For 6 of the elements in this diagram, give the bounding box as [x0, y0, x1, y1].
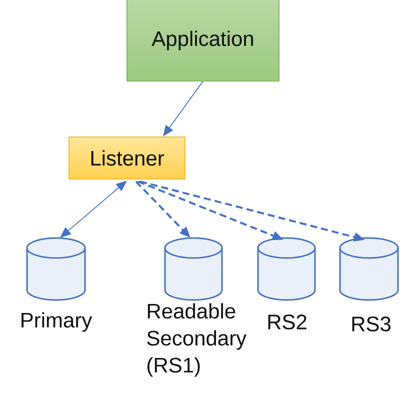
- cylinder-label: RS3: [352, 316, 390, 332]
- cylinder-label: RS2: [268, 314, 306, 330]
- process-box: Listener: [68, 136, 186, 180]
- cylinder-label: Primary: [22, 312, 92, 332]
- process-box: Application: [126, 0, 280, 82]
- cylinder-label: Readable Secondary (RS1): [147, 303, 247, 377]
